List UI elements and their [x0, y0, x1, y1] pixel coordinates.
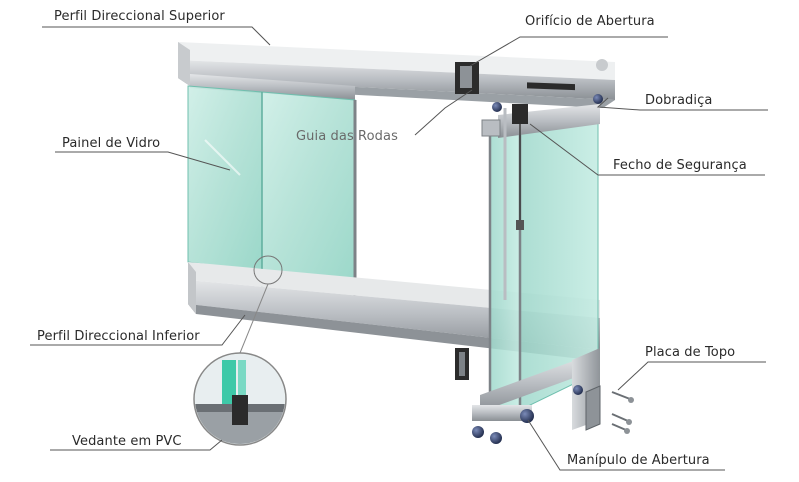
- label-perfil-superior: Perfil Direccional Superior: [54, 9, 225, 24]
- label-fecho: Fecho de Segurança: [613, 158, 747, 173]
- label-vedante: Vedante em PVC: [72, 434, 182, 449]
- handle-knobs-bottom: [472, 385, 583, 444]
- pvc-seal-callout: [193, 255, 287, 446]
- safety-latch: [503, 104, 528, 300]
- opening-block: [455, 62, 479, 94]
- label-orificio: Orifício de Abertura: [525, 14, 655, 29]
- right-glass-panels: [480, 104, 600, 430]
- hinge-knobs-top: [481, 59, 608, 137]
- label-painel: Painel de Vidro: [62, 136, 161, 151]
- left-glass-panels: [187, 85, 357, 300]
- end-plate: [585, 385, 634, 434]
- label-placa: Placa de Topo: [645, 345, 736, 360]
- label-guia: Guia das Rodas: [296, 129, 398, 144]
- label-dobradica: Dobradiça: [645, 93, 713, 108]
- leader-lines: [30, 26, 768, 471]
- left-glass-top-strip: [190, 74, 355, 100]
- label-manipulo: Manípulo de Abertura: [567, 453, 710, 468]
- label-perfil-inferior: Perfil Direccional Inferior: [37, 329, 200, 344]
